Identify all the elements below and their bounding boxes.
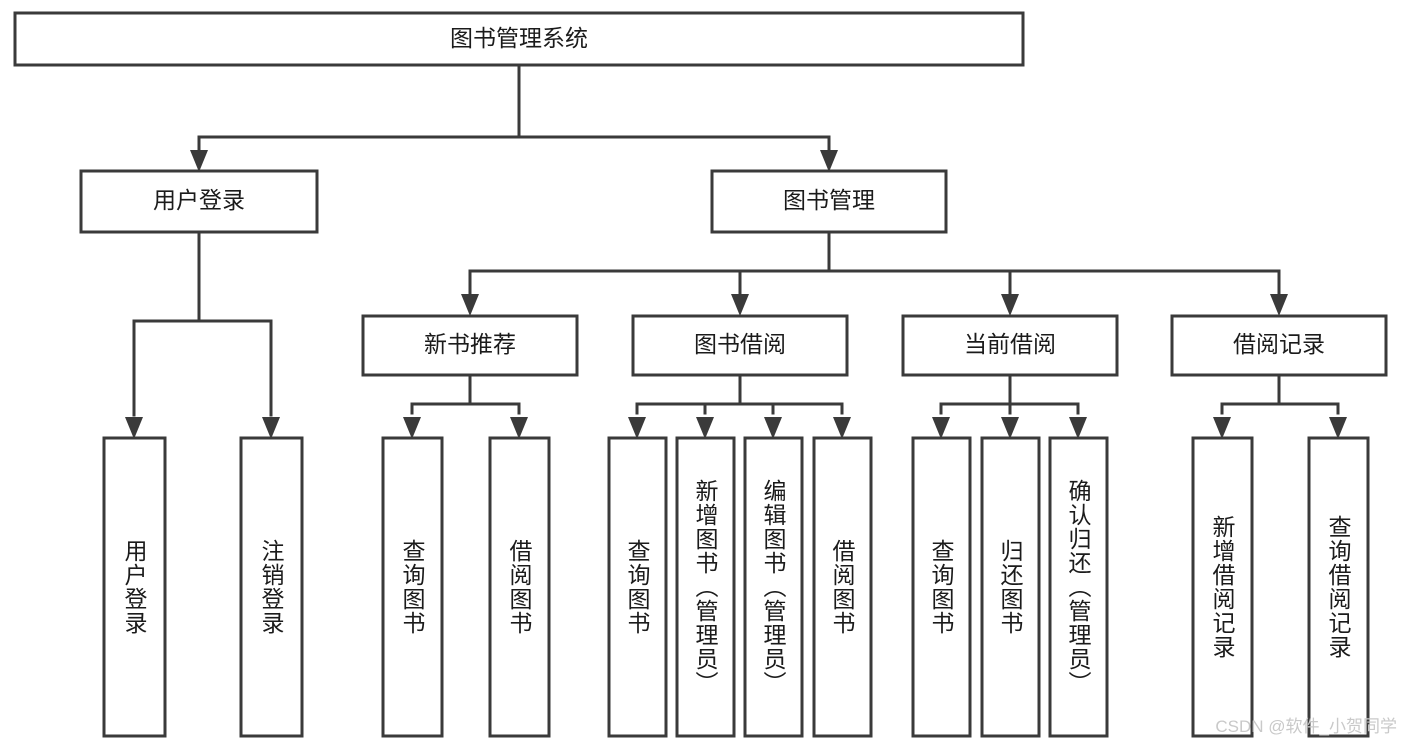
csdn-watermark: CSDN @软件_小贺同学: [1215, 717, 1397, 736]
node-leaf-query-book-2-label: 查询图书: [624, 539, 651, 635]
arrow-leaf-borrow-book-1: [510, 417, 528, 439]
arrow-new-book-recommend: [461, 294, 479, 316]
node-book-borrow-box: [631, 314, 849, 377]
node-leaf-query-book-3-box: [911, 436, 972, 738]
node-leaf-confirm-return-box: [1048, 436, 1109, 738]
node-leaf-user-login-label: 用户登录: [121, 539, 148, 635]
node-root-box: [13, 11, 1025, 67]
node-leaf-query-book-1-box: [381, 436, 444, 738]
arrow-leaf-query-book-1: [403, 417, 421, 439]
node-new-book-recommend-label: 新书推荐: [424, 331, 516, 357]
arrow-leaf-edit-book: [764, 417, 782, 439]
node-leaf-query-record[interactable]: 查询借阅记录: [1307, 436, 1370, 738]
node-current-borrow[interactable]: 当前借阅: [901, 314, 1119, 377]
node-root[interactable]: 图书管理系统: [13, 11, 1025, 67]
arrow-leaf-add-book: [696, 417, 714, 439]
arrow-leaf-query-book-3: [932, 417, 950, 439]
node-leaf-confirm-return[interactable]: 确认归还（管理员）: [1048, 436, 1109, 738]
node-book-management-box: [710, 169, 948, 234]
node-leaf-edit-book-label: 编辑图书（管理员）: [760, 479, 787, 695]
node-leaf-logout-login-label: 注销登录: [258, 539, 285, 635]
arrow-leaf-query-book-2: [628, 417, 646, 439]
node-book-borrow[interactable]: 图书借阅: [631, 314, 849, 377]
node-leaf-query-book-3[interactable]: 查询图书: [911, 436, 972, 738]
node-leaf-return-book-label: 归还图书: [997, 539, 1024, 635]
arrow-borrow-record: [1270, 294, 1288, 316]
arrow-leaf-user-login: [125, 417, 143, 439]
node-new-book-recommend-box: [361, 314, 579, 377]
node-leaf-add-record-box: [1191, 436, 1254, 738]
node-root-label: 图书管理系统: [450, 25, 588, 51]
node-leaf-logout-login-box: [239, 436, 304, 738]
node-leaf-query-record-label: 查询借阅记录: [1325, 515, 1352, 659]
node-leaf-borrow-book-2-box: [812, 436, 873, 738]
node-leaf-add-book[interactable]: 新增图书（管理员）: [675, 436, 736, 738]
node-borrow-record-box: [1170, 314, 1388, 377]
arrow-book-management: [820, 150, 838, 172]
node-borrow-record-label: 借阅记录: [1233, 331, 1325, 357]
node-book-management-label: 图书管理: [783, 187, 875, 213]
node-user-login-label: 用户登录: [153, 187, 245, 213]
node-leaf-query-record-box: [1307, 436, 1370, 738]
arrow-leaf-add-record: [1213, 417, 1231, 439]
node-current-borrow-label: 当前借阅: [964, 331, 1056, 357]
node-leaf-edit-book-box: [743, 436, 804, 738]
node-borrow-record[interactable]: 借阅记录: [1170, 314, 1388, 377]
node-current-borrow-box: [901, 314, 1119, 377]
node-leaf-return-book-box: [980, 436, 1041, 738]
node-leaf-user-login-box: [102, 436, 167, 738]
node-leaf-add-record-label: 新增借阅记录: [1209, 515, 1236, 659]
node-leaf-query-book-1[interactable]: 查询图书: [381, 436, 444, 738]
node-leaf-return-book[interactable]: 归还图书: [980, 436, 1041, 738]
arrow-leaf-logout-login: [262, 417, 280, 439]
arrow-leaf-return-book: [1001, 417, 1019, 439]
node-book-management[interactable]: 图书管理: [710, 169, 948, 234]
arrow-leaf-borrow-book-2: [833, 417, 851, 439]
node-leaf-confirm-return-label: 确认归还（管理员）: [1065, 479, 1092, 695]
arrow-current-borrow: [1001, 294, 1019, 316]
node-new-book-recommend[interactable]: 新书推荐: [361, 314, 579, 377]
node-leaf-borrow-book-1[interactable]: 借阅图书: [488, 436, 551, 738]
node-leaf-borrow-book-2-label: 借阅图书: [829, 539, 856, 635]
node-leaf-borrow-book-1-box: [488, 436, 551, 738]
node-leaf-query-book-1-label: 查询图书: [399, 539, 426, 635]
arrow-leaf-confirm-return: [1069, 417, 1087, 439]
arrow-leaf-query-record: [1329, 417, 1347, 439]
node-leaf-logout-login[interactable]: 注销登录: [239, 436, 304, 738]
node-leaf-query-book-3-label: 查询图书: [928, 539, 955, 635]
node-leaf-borrow-book-1-label: 借阅图书: [506, 539, 533, 635]
node-leaf-add-book-label: 新增图书（管理员）: [692, 479, 719, 695]
node-leaf-query-book-2-box: [607, 436, 668, 738]
arrow-book-borrow: [731, 294, 749, 316]
node-book-borrow-label: 图书借阅: [694, 331, 786, 357]
node-leaf-add-book-box: [675, 436, 736, 738]
node-user-login[interactable]: 用户登录: [79, 169, 319, 234]
node-leaf-query-book-2[interactable]: 查询图书: [607, 436, 668, 738]
node-leaf-user-login[interactable]: 用户登录: [102, 436, 167, 738]
node-leaf-add-record[interactable]: 新增借阅记录: [1191, 436, 1254, 738]
node-leaf-edit-book[interactable]: 编辑图书（管理员）: [743, 436, 804, 738]
arrow-user-login: [190, 150, 208, 172]
node-leaf-borrow-book-2[interactable]: 借阅图书: [812, 436, 873, 738]
